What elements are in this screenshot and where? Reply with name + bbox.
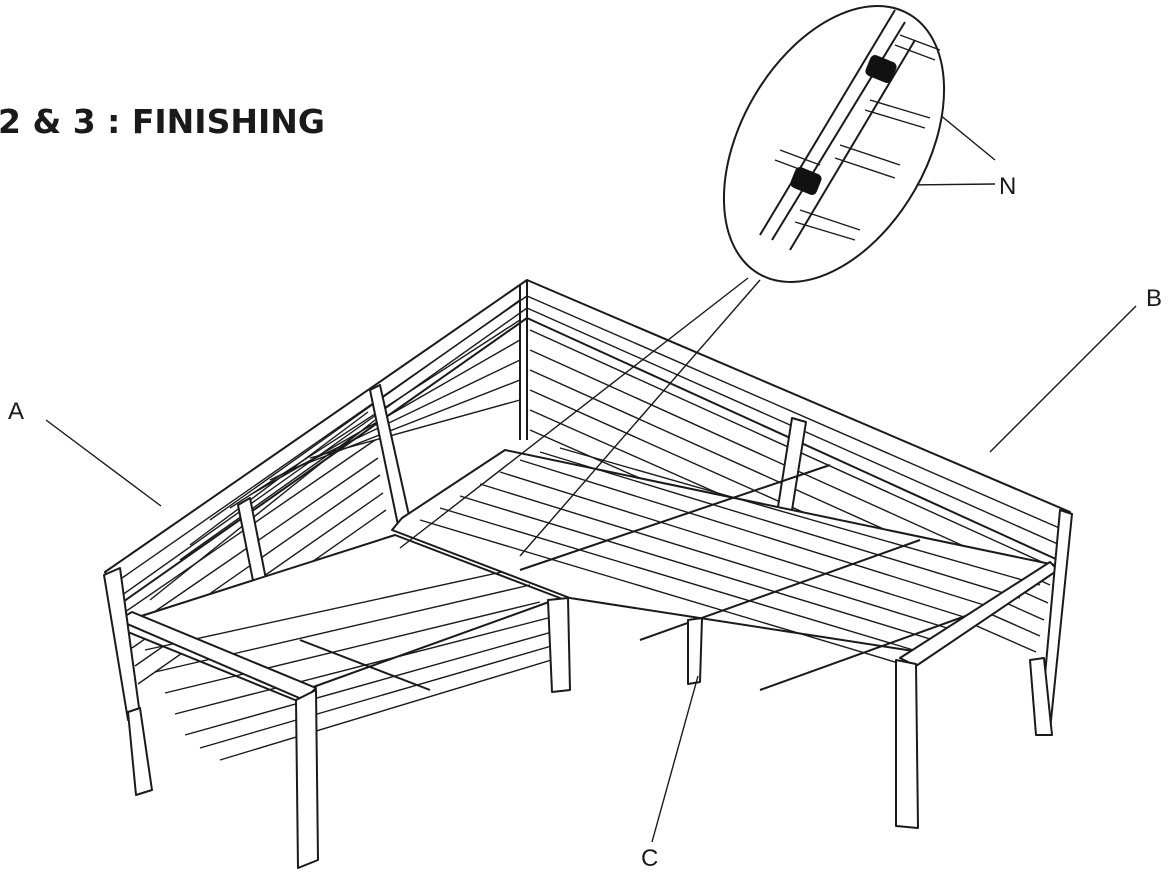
callout-label-b: B [1146, 285, 1163, 312]
leader-a [45, 419, 162, 507]
callout-label-a: A [8, 398, 25, 425]
callout-label-n: N [999, 173, 1017, 200]
detail-lens [722, 5, 946, 283]
connector-clip-lower [790, 167, 822, 195]
detail-leader-2 [519, 279, 761, 557]
page-heading: 2 & 3 : FINISHING [0, 102, 325, 141]
connector-clip-upper [865, 55, 897, 83]
leader-c [651, 675, 699, 843]
callout-label-c: C [641, 845, 659, 872]
detail-leader-1 [399, 277, 749, 549]
leader-b [989, 305, 1137, 453]
armrests [103, 509, 1073, 869]
